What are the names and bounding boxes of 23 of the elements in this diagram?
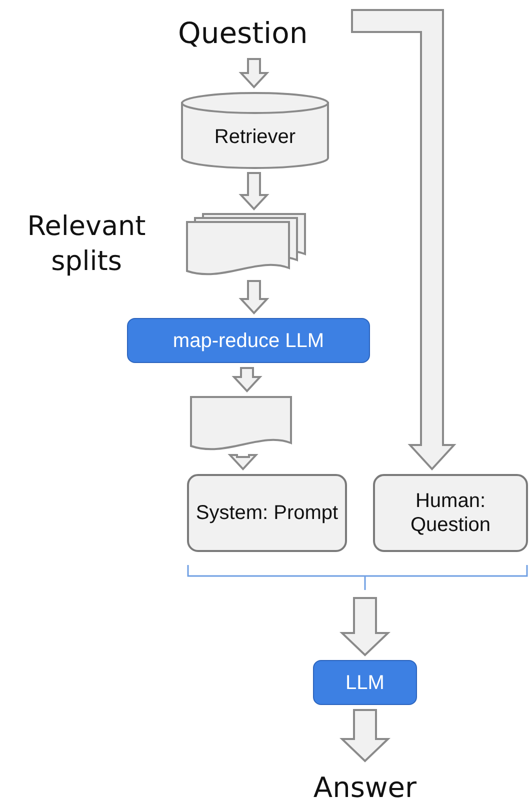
database-cylinder — [181, 92, 329, 168]
document-stack — [187, 214, 307, 276]
box-label: map-reduce LLM — [172, 328, 324, 352]
process-box — [127, 318, 370, 363]
input-text: Question — [178, 12, 350, 54]
message-box — [187, 474, 347, 552]
block-arrow — [351, 9, 456, 470]
box-label: System: Prompt — [196, 501, 338, 525]
block-arrow — [232, 367, 262, 392]
message-box — [373, 474, 528, 552]
box-label: Retriever — [214, 125, 296, 149]
document-shape — [190, 396, 292, 452]
block-arrow — [238, 280, 270, 314]
process-box — [313, 660, 417, 705]
box-label: LLM — [346, 670, 384, 694]
block-arrow — [340, 597, 390, 656]
node-caption: Relevant splits — [26, 210, 147, 279]
block-arrow — [238, 58, 270, 88]
block-arrow — [238, 172, 270, 210]
box-label: Human: Question — [409, 489, 492, 537]
block-arrow — [340, 709, 390, 762]
output-text: Answer — [300, 766, 430, 808]
block-arrow — [228, 454, 258, 470]
